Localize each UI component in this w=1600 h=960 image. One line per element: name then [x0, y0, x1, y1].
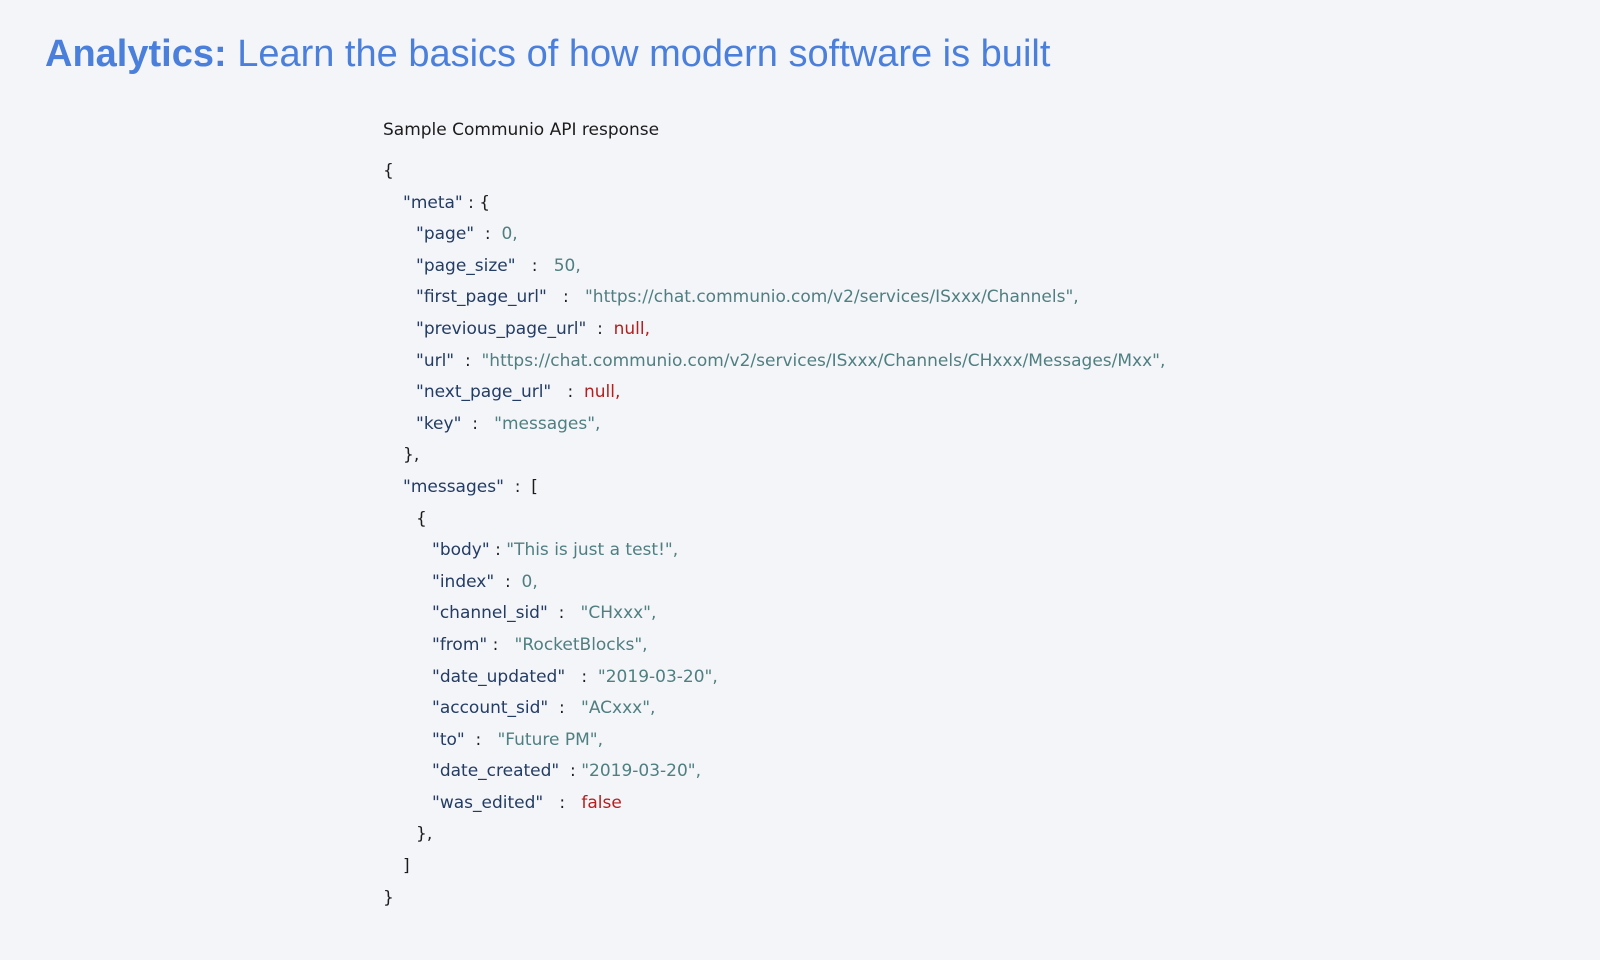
- json-key: "date_updated": [432, 666, 566, 687]
- json-punctuation: {: [383, 161, 394, 181]
- json-key: "messages": [403, 476, 504, 497]
- json-punctuation: :: [547, 603, 581, 624]
- json-literal: null,: [613, 318, 651, 339]
- json-punctuation: }: [383, 887, 394, 908]
- json-punctuation: :: [543, 792, 582, 813]
- panel-title: Sample Communio API response: [383, 120, 660, 140]
- json-punctuation: :: [494, 571, 522, 592]
- code-line: "body" : "This is just a test!",: [383, 535, 1283, 567]
- json-punctuation: :: [559, 761, 582, 782]
- code-line: "next_page_url" : null,: [383, 377, 1283, 409]
- code-line: "date_updated" : "2019-03-20",: [383, 662, 1283, 694]
- json-key: "previous_page_url": [416, 318, 587, 339]
- json-punctuation: : [: [503, 476, 538, 497]
- json-code-block: {"meta" : {"page" : 0,"page_size" : 50,"…: [383, 156, 1283, 914]
- json-punctuation: ]: [403, 856, 410, 877]
- json-number: 50,: [553, 255, 581, 276]
- code-line: "page" : 0,: [383, 219, 1283, 251]
- json-string: "https://chat.communio.com/v2/services/I…: [584, 287, 1079, 308]
- json-key: "date_created": [432, 761, 560, 782]
- json-punctuation: :: [474, 224, 502, 245]
- json-key: "first_page_url": [416, 287, 547, 308]
- json-number: 0,: [521, 571, 538, 592]
- json-key: "from": [432, 634, 488, 655]
- json-literal: false: [581, 792, 622, 813]
- page-subtitle: Learn the basics of how modern software …: [237, 33, 1051, 75]
- json-punctuation: :: [515, 255, 554, 276]
- json-string: "This is just a test!",: [506, 540, 679, 561]
- json-string: "2019-03-20",: [581, 761, 702, 782]
- json-key: "page_size": [416, 255, 516, 276]
- json-punctuation: :: [551, 382, 584, 403]
- json-string: "messages",: [494, 413, 601, 434]
- code-line: "channel_sid" : "CHxxx",: [383, 598, 1283, 630]
- page-title-bold: Analytics:: [45, 33, 227, 75]
- json-punctuation: },: [416, 824, 433, 845]
- json-punctuation: :: [565, 666, 598, 687]
- code-line: "previous_page_url" : null,: [383, 314, 1283, 346]
- json-string: "ACxxx",: [581, 698, 656, 719]
- code-line: {: [383, 504, 1283, 536]
- code-line: "first_page_url" : "https://chat.communi…: [383, 282, 1283, 314]
- json-key: "url": [416, 350, 455, 371]
- json-punctuation: {: [416, 508, 427, 529]
- json-punctuation: },: [403, 445, 420, 466]
- json-punctuation: :: [454, 350, 482, 371]
- json-punctuation: :: [461, 413, 495, 434]
- json-key: "meta": [403, 192, 463, 213]
- code-line: "from" : "RocketBlocks",: [383, 630, 1283, 662]
- json-key: "channel_sid": [432, 603, 548, 624]
- code-line: "to" : "Future PM",: [383, 725, 1283, 757]
- json-string: "https://chat.communio.com/v2/services/I…: [481, 350, 1166, 371]
- json-punctuation: :: [548, 698, 581, 719]
- json-key: "was_edited": [432, 792, 544, 813]
- json-key: "index": [432, 571, 495, 592]
- json-punctuation: :: [487, 634, 515, 655]
- json-punctuation: : {: [462, 192, 491, 213]
- code-line: {: [383, 156, 1283, 188]
- code-line: }: [383, 883, 1283, 915]
- json-key: "key": [416, 413, 462, 434]
- api-response-panel: Sample Communio API response { "meta" : {…: [383, 114, 1283, 914]
- json-key: "account_sid": [432, 698, 549, 719]
- code-line: "messages" : [: [383, 472, 1283, 504]
- code-line: },: [383, 440, 1283, 472]
- json-key: "body": [432, 540, 490, 561]
- code-line: "page_size" : 50,: [383, 251, 1283, 283]
- json-string: "2019-03-20",: [597, 666, 718, 687]
- code-line: "meta" : {: [383, 188, 1283, 220]
- json-literal: null,: [584, 382, 621, 403]
- json-string: "RocketBlocks",: [514, 634, 648, 655]
- page-title: Analytics: Learn the basics of how moder…: [45, 30, 1050, 78]
- code-line: "index" : 0,: [383, 567, 1283, 599]
- json-string: "Future PM",: [497, 729, 603, 750]
- json-punctuation: :: [464, 729, 498, 750]
- code-line: "key" : "messages",: [383, 409, 1283, 441]
- json-number: 0,: [501, 224, 518, 245]
- json-key: "to": [432, 729, 465, 750]
- code-line: "account_sid" : "ACxxx",: [383, 693, 1283, 725]
- json-key: "next_page_url": [416, 382, 552, 403]
- code-line: "date_created" : "2019-03-20",: [383, 756, 1283, 788]
- json-key: "page": [416, 224, 475, 245]
- code-line: },: [383, 819, 1283, 851]
- code-line: "was_edited" : false: [383, 788, 1283, 820]
- code-line: ]: [383, 851, 1283, 883]
- json-string: "CHxxx",: [580, 603, 657, 624]
- json-punctuation: :: [586, 318, 614, 339]
- json-punctuation: :: [489, 540, 507, 561]
- code-line: "url" : "https://chat.communio.com/v2/se…: [383, 346, 1283, 378]
- json-punctuation: :: [546, 287, 585, 308]
